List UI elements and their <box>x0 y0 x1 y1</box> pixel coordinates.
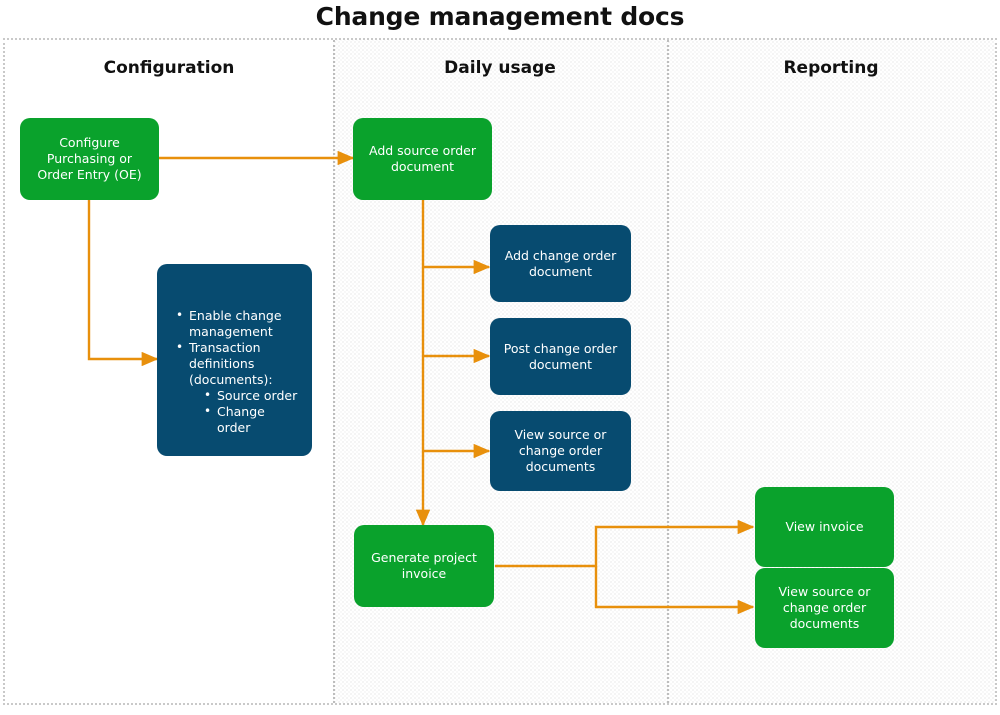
node-add-change-order-document[interactable]: Add change order document <box>490 225 631 302</box>
lane-configuration: Configuration <box>5 40 333 703</box>
bullet-source-order-text: Source order <box>217 388 298 403</box>
node-configure-purchasing-label: Configure Purchasing or Order Entry (OE) <box>37 135 142 182</box>
lane-title-reporting: Reporting <box>783 58 879 78</box>
bullet-change-order: Change order <box>203 403 302 436</box>
bullet-transaction-definitions-sublist: Source order Change order <box>189 387 302 436</box>
node-view-source-or-change-order-documents-reporting-label: View source or change order documents <box>778 584 871 631</box>
node-view-source-or-change-order-documents-reporting[interactable]: View source or change order documents <box>755 568 894 648</box>
lane-title-configuration: Configuration <box>103 58 235 78</box>
node-view-invoice[interactable]: View invoice <box>755 487 894 567</box>
node-add-source-order-document[interactable]: Add source order document <box>353 118 492 200</box>
node-generate-project-invoice[interactable]: Generate project invoice <box>354 525 494 607</box>
lane-divider-2 <box>667 40 669 703</box>
node-configure-purchasing[interactable]: Configure Purchasing or Order Entry (OE) <box>20 118 159 200</box>
node-view-source-or-change-order-documents-daily[interactable]: View source or change order documents <box>490 411 631 491</box>
bullet-enable-change-management: Enable change management <box>175 307 302 340</box>
node-enable-change-management[interactable]: Enable change management Transaction def… <box>157 264 312 456</box>
lane-divider-1 <box>333 40 335 703</box>
lane-title-daily-usage: Daily usage <box>444 58 556 78</box>
node-enable-change-management-bullet-list: Enable change management Transaction def… <box>175 307 302 436</box>
node-view-invoice-label: View invoice <box>785 519 864 534</box>
bullet-transaction-definitions-text: Transaction definitions (documents): <box>189 340 273 387</box>
node-post-change-order-document-label: Post change order document <box>503 340 618 372</box>
bullet-enable-change-management-text: Enable change management <box>189 308 282 339</box>
node-view-source-or-change-order-documents-daily-label: View source or change order documents <box>514 427 607 474</box>
page-title: Change management docs <box>315 2 685 31</box>
node-add-change-order-document-label: Add change order document <box>504 247 617 279</box>
bullet-source-order: Source order <box>203 387 302 404</box>
node-add-source-order-document-label: Add source order document <box>369 143 476 174</box>
node-generate-project-invoice-label: Generate project invoice <box>371 550 477 581</box>
node-post-change-order-document[interactable]: Post change order document <box>490 318 631 395</box>
bullet-transaction-definitions: Transaction definitions (documents): Sou… <box>175 339 302 436</box>
bullet-change-order-text: Change order <box>217 404 265 435</box>
